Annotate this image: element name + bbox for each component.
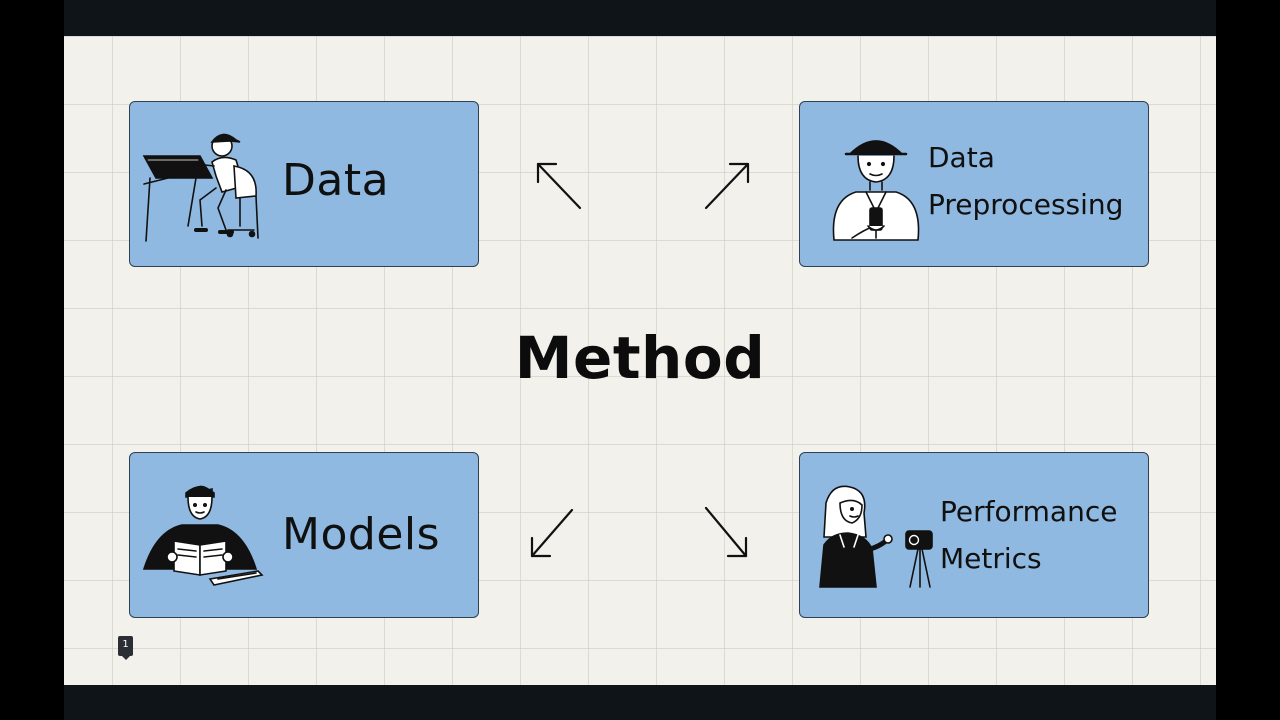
page-number-badge[interactable]: 1 <box>118 636 133 660</box>
slide-title: Method <box>514 324 766 392</box>
card-data-label: Data <box>282 155 390 206</box>
slide-canvas: Data <box>64 36 1216 685</box>
person-with-phone-icon <box>832 140 920 241</box>
card-performance-metrics-line2: Metrics <box>940 542 1042 575</box>
arrow-up-right-icon <box>704 162 750 210</box>
card-performance-metrics: Performance Metrics <box>799 452 1149 618</box>
card-models: Models <box>129 452 479 618</box>
card-models-label: Models <box>282 509 441 560</box>
card-data-preprocessing-line2: Preprocessing <box>928 188 1124 221</box>
card-data-preprocessing-label: Data Preprocessing <box>928 134 1123 228</box>
card-data: Data <box>129 101 479 267</box>
person-presenting-camera-icon <box>819 485 933 588</box>
card-data-preprocessing-line1: Data <box>928 141 995 174</box>
card-performance-metrics-label: Performance Metrics <box>940 488 1117 582</box>
top-letterbox-bar <box>64 0 1216 36</box>
person-reading-book-icon <box>142 485 264 586</box>
arrow-down-right-icon <box>704 506 748 558</box>
card-data-preprocessing: Data Preprocessing <box>799 101 1149 267</box>
arrow-down-left-icon <box>530 508 574 558</box>
card-performance-metrics-line1: Performance <box>940 495 1118 528</box>
arrow-up-left-icon <box>536 162 582 210</box>
bottom-letterbox-bar <box>64 685 1216 720</box>
person-drafting-icon <box>142 133 259 242</box>
